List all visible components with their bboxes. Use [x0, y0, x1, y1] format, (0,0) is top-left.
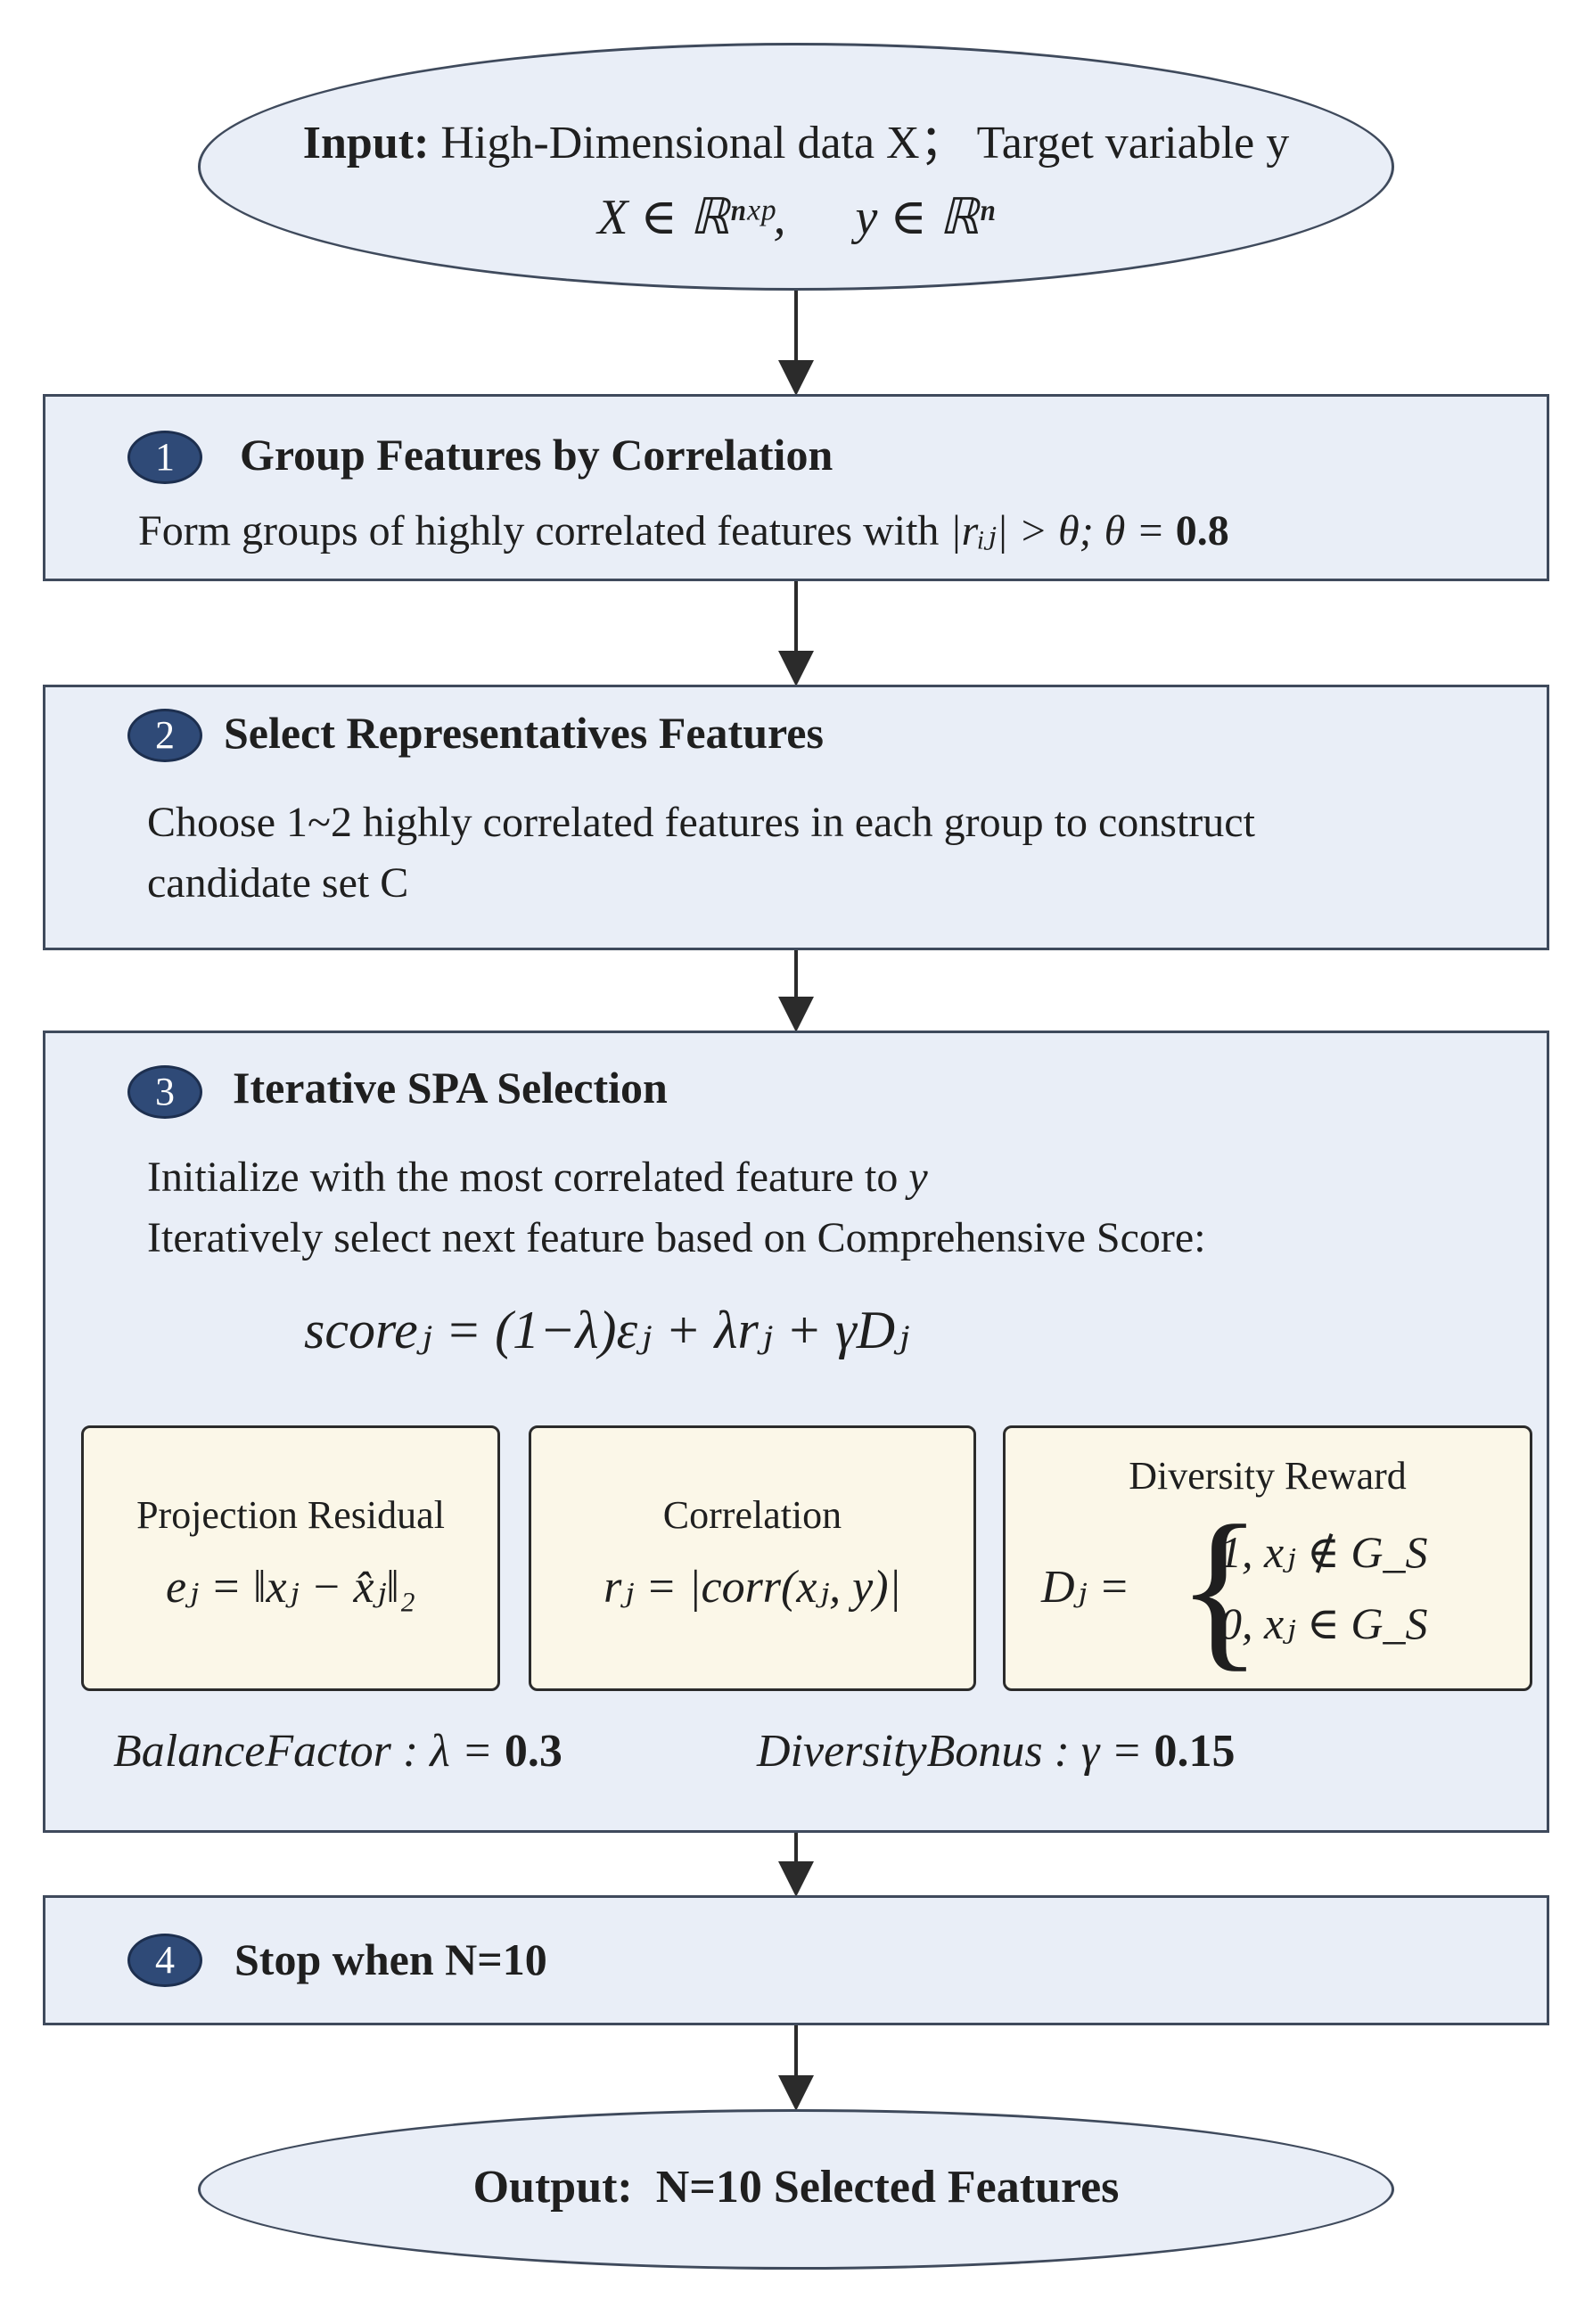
step3-line1-text: Initialize with the most correlated feat…: [147, 1154, 909, 1201]
step2-line1: Choose 1~2 highly correlated features in…: [147, 799, 1255, 846]
diversity-reward-box: Diversity Reward Dⱼ = { 1, xⱼ ∉ G_S 0, x…: [1003, 1425, 1532, 1691]
step1-description: Form groups of highly correlated feature…: [138, 505, 1229, 555]
output-description: Output: N=10 Selected Features: [201, 2161, 1392, 2213]
step3-title: Iterative SPA Selection: [233, 1063, 668, 1113]
input-formula: X ∈ ℝⁿˣᵖ, y ∈ ℝⁿ: [201, 188, 1392, 246]
step4-title: Stop when N=10: [234, 1934, 547, 1984]
step3-badge: 3: [127, 1065, 202, 1119]
step4-badge: 4: [127, 1934, 202, 1987]
input-formula-y: y ∈ ℝⁿ: [855, 190, 995, 245]
diversity-bonus-value: 0.15: [1154, 1726, 1236, 1777]
step3-box: 3 Iterative SPA Selection Initialize wit…: [43, 1031, 1549, 1833]
diversity-brace: {: [1177, 1490, 1262, 1687]
balance-factor-value: 0.3: [504, 1726, 562, 1777]
projection-residual-formula: eⱼ = ‖xⱼ − x̂ⱼ‖₂: [166, 1562, 415, 1613]
input-formula-x: X ∈ ℝⁿˣᵖ,: [597, 190, 786, 245]
input-label: Input:: [302, 118, 430, 168]
step2-line2: candidate set C: [147, 859, 409, 907]
output-node: Output: N=10 Selected Features: [198, 2109, 1394, 2270]
step3-line1-var: y: [908, 1154, 928, 1201]
step2-badge: 2: [127, 709, 202, 762]
output-label: Output:: [472, 2162, 633, 2213]
correlation-formula: rⱼ = |corr(xⱼ, y)|: [604, 1562, 901, 1613]
correlation-title: Correlation: [662, 1493, 842, 1537]
step1-box: 1 Group Features by Correlation Form gro…: [43, 394, 1549, 581]
input-text: High-Dimensional data X； Target variable…: [429, 118, 1290, 168]
score-formula: scoreⱼ = (1−λ)εⱼ + λrⱼ + γDⱼ: [304, 1301, 909, 1359]
output-text: N=10 Selected Features: [632, 2162, 1120, 2213]
diversity-case2: 0, xⱼ ∈ G_S: [1219, 1598, 1428, 1648]
diversity-case1: 1, xⱼ ∉ G_S: [1219, 1527, 1428, 1577]
input-node: Input: High-Dimensional data X； Target v…: [198, 43, 1394, 291]
correlation-box: Correlation rⱼ = |corr(xⱼ, y)|: [529, 1425, 976, 1691]
step2-box: 2 Select Representatives Features Choose…: [43, 685, 1549, 950]
step4-box: 4 Stop when N=10: [43, 1895, 1549, 2025]
balance-factor-label: BalanceFactor : λ =: [113, 1726, 505, 1777]
step1-text: Form groups of highly correlated feature…: [138, 507, 940, 554]
diversity-reward-title: Diversity Reward: [1129, 1454, 1407, 1498]
diversity-bonus-label: DiversityBonus : γ =: [757, 1726, 1154, 1777]
diversity-bonus: DiversityBonus : γ = 0.15: [757, 1725, 1236, 1778]
input-description: Input: High-Dimensional data X； Target v…: [201, 104, 1392, 171]
step2-title: Select Representatives Features: [224, 708, 824, 758]
step1-title: Group Features by Correlation: [240, 430, 833, 480]
step3-line2: Iteratively select next feature based on…: [147, 1214, 1206, 1261]
step3-line1: Initialize with the most correlated feat…: [147, 1153, 928, 1202]
step1-formula: |rᵢⱼ| > θ; θ =: [949, 507, 1176, 554]
step1-threshold: 0.8: [1175, 507, 1229, 554]
balance-factor: BalanceFactor : λ = 0.3: [113, 1725, 562, 1778]
diversity-lhs: Dⱼ =: [1041, 1562, 1130, 1613]
projection-residual-title: Projection Residual: [136, 1493, 445, 1537]
projection-residual-box: Projection Residual eⱼ = ‖xⱼ − x̂ⱼ‖₂: [81, 1425, 500, 1691]
step1-badge: 1: [127, 431, 202, 484]
